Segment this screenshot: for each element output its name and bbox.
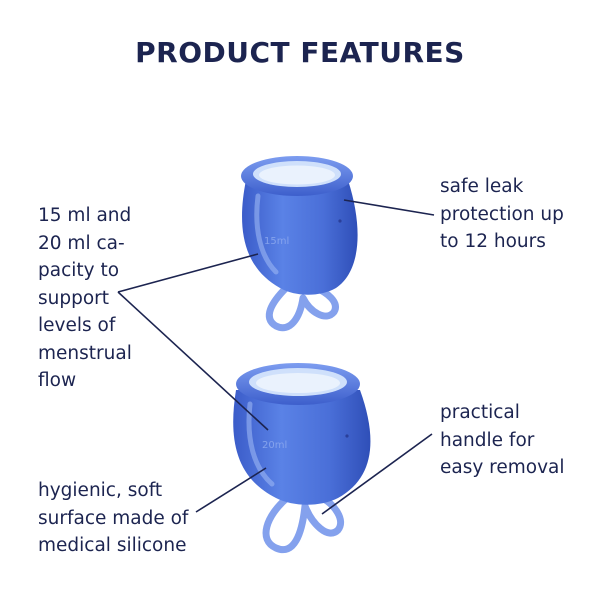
feature-leak-protection-label: safe leak protection up to 12 hours [440,176,564,252]
page-title: PRODUCT FEATURES [135,36,465,69]
large-cup-marking: 20ml [262,440,287,451]
leader-handle [321,433,433,515]
feature-surface-label: hygienic, soft surface made of medical s… [38,480,189,556]
large-cup-handle [262,494,345,554]
small-cup-handle [265,284,339,332]
small-cup-marking: 15ml [264,236,289,247]
feature-handle-label: practical handle for easy removal [440,402,565,478]
leader-leak [343,199,435,216]
leader-lines [117,199,435,515]
leader-capacity-small [117,253,259,293]
small-cup-image: 15ml [241,156,358,332]
feature-capacity-label: 15 ml and 20 ml ca- pacity to support le… [38,205,132,391]
large-cup-image: 20ml [233,363,371,554]
leader-capacity-large [117,291,269,431]
leader-surface [195,467,267,513]
